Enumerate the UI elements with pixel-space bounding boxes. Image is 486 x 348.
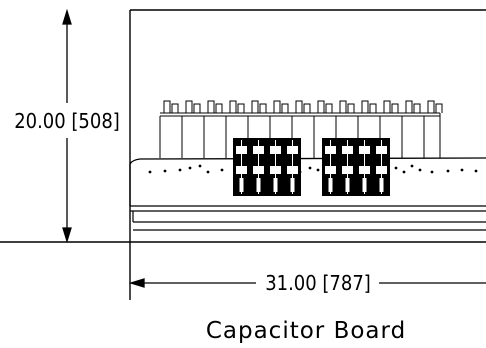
capacitor-terminal [295,100,311,113]
mounting-hole [446,169,450,173]
enclosure-outline [0,9,486,300]
mounting-hole [460,168,464,172]
mounting-hole [163,169,167,173]
mounting-hole [394,166,398,170]
terminal-screw [362,178,367,192]
capacitor-terminal [251,100,267,113]
capacitor-terminal [427,100,443,113]
terminal-screw [345,178,350,192]
terminal-screw [273,178,278,192]
terminal-block-right [322,138,390,196]
mounting-hole [418,168,422,172]
capacitor-terminal [405,100,421,113]
width-dimension-line [128,278,486,288]
capacitor-board-body [129,157,486,206]
mounting-hole [316,168,320,172]
capacitor-terminal [207,100,223,113]
mounting-hole [206,170,210,174]
capacitor-terminal [383,100,399,113]
mounting-hole [430,170,434,174]
capacitor-terminal [163,100,179,113]
terminal-screw [290,178,295,192]
terminal-screw [379,178,384,192]
base-rails [130,205,486,231]
capacitor-terminal [339,100,355,113]
mounting-hole [474,169,478,173]
terminal-screw [256,178,261,192]
capacitor-terminal [185,100,201,113]
terminal-block-left [233,138,301,196]
mounting-hole [148,170,152,174]
capacitor-terminal [273,100,289,113]
terminal-screw [328,178,333,192]
height-dimension-line [62,8,72,244]
capacitor-terminal [317,100,333,113]
capacitor-cans [159,100,443,158]
mounting-hole [188,166,192,170]
capacitor-terminal [361,100,377,113]
height-dimension-label: 20.00 [508] [14,109,120,133]
mounting-hole [220,168,224,172]
mounting-hole [198,164,202,168]
capacitor-terminal [229,100,245,113]
terminal-screw [239,178,244,192]
board-mounting-holes [148,164,478,174]
mounting-hole [308,166,312,170]
drawing-caption: Capacitor Board [206,318,406,344]
mounting-hole [178,168,182,172]
width-dimension-label: 31.00 [787] [265,271,371,295]
mounting-hole [410,164,414,168]
mounting-hole [402,170,406,174]
